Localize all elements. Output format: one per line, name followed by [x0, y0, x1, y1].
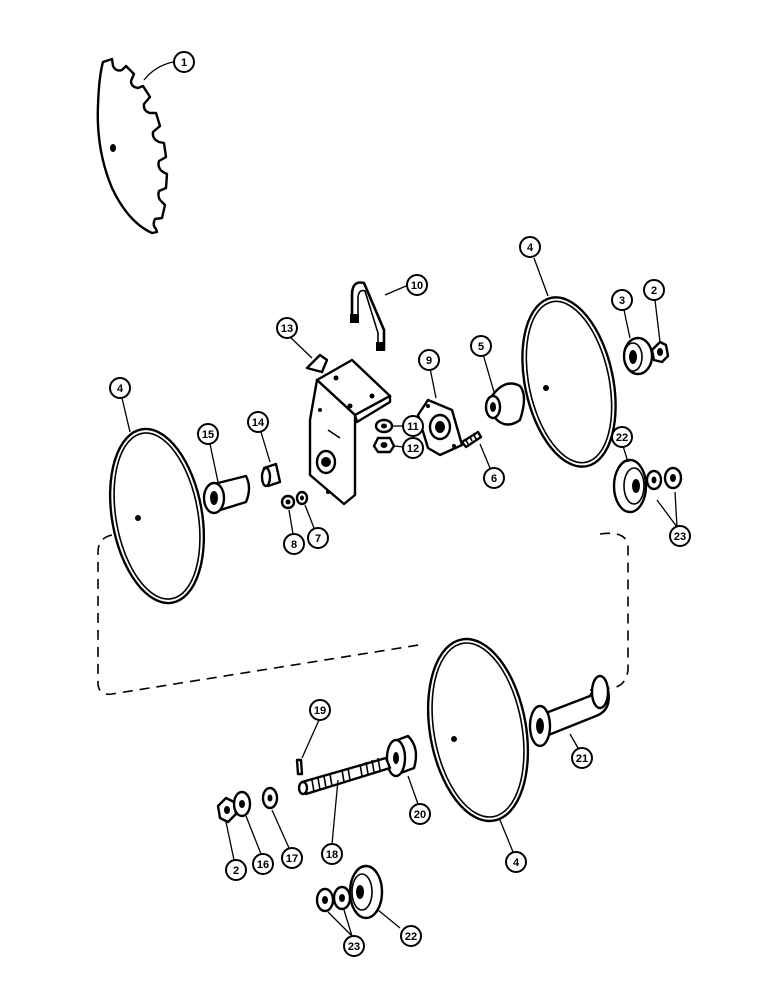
callout-16: 16 — [252, 853, 274, 875]
callout-19: 19 — [309, 699, 331, 721]
svg-text:9: 9 — [426, 355, 432, 367]
callout-8: 8 — [283, 533, 305, 555]
long-spool — [528, 674, 610, 748]
u-bolt — [350, 281, 386, 351]
small-nut-right — [295, 490, 309, 506]
cone-washer-right — [612, 458, 648, 514]
svg-text:15: 15 — [202, 429, 214, 441]
callout-12: 12 — [402, 437, 424, 459]
hex-nut — [372, 436, 396, 454]
svg-text:14: 14 — [252, 417, 265, 429]
callout-11: 11 — [402, 415, 424, 437]
svg-text:18: 18 — [326, 849, 338, 861]
svg-text:2: 2 — [233, 865, 239, 877]
svg-text:22: 22 — [405, 931, 417, 943]
callout-15: 15 — [197, 423, 219, 445]
svg-text:10: 10 — [411, 280, 423, 292]
castle-nut-top — [650, 340, 670, 364]
svg-text:1: 1 — [181, 57, 187, 69]
bushing — [260, 462, 282, 488]
svg-text:2: 2 — [651, 285, 657, 297]
small-nut-left — [280, 494, 296, 510]
washers-right — [645, 466, 683, 491]
bearing-flange — [416, 398, 464, 457]
svg-text:12: 12 — [407, 443, 419, 455]
svg-text:6: 6 — [491, 473, 497, 485]
callout-23: 23 — [669, 525, 691, 547]
callout-18: 18 — [321, 843, 343, 865]
svg-text:23: 23 — [674, 531, 686, 543]
callout-13: 13 — [276, 317, 298, 339]
svg-text:19: 19 — [314, 705, 326, 717]
svg-text:5: 5 — [478, 341, 484, 353]
svg-text:13: 13 — [281, 323, 293, 335]
leader-lines — [121, 61, 678, 937]
callout-4: 4 — [109, 377, 131, 399]
svg-text:23: 23 — [348, 941, 360, 953]
svg-text:20: 20 — [414, 809, 426, 821]
callout-22: 22 — [611, 426, 633, 448]
hub-collar — [385, 734, 418, 778]
svg-text:7: 7 — [315, 533, 321, 545]
cotter-pin — [295, 758, 304, 776]
callout-6: 6 — [483, 467, 505, 489]
callout-4: 4 — [505, 851, 527, 873]
callout-9: 9 — [418, 349, 440, 371]
svg-text:4: 4 — [527, 242, 534, 254]
svg-text:8: 8 — [291, 539, 297, 551]
disc-blade-bottom — [426, 637, 530, 823]
callout-2: 2 — [643, 279, 665, 301]
callout-22: 22 — [400, 925, 422, 947]
callout-20: 20 — [409, 803, 431, 825]
bolt — [460, 430, 483, 449]
svg-text:3: 3 — [619, 295, 625, 307]
washers-bottom — [315, 885, 352, 913]
callout-21: 21 — [571, 747, 593, 769]
callout-3: 3 — [611, 289, 633, 311]
washer-17 — [261, 786, 279, 810]
svg-text:16: 16 — [257, 859, 269, 871]
disc-blade-left — [108, 427, 206, 605]
svg-text:21: 21 — [576, 753, 588, 765]
callout-23: 23 — [343, 935, 365, 957]
disc-blade-right — [521, 296, 617, 468]
spool-hub — [484, 382, 526, 426]
callout-1: 1 — [173, 51, 195, 73]
notched-disc-blade — [96, 57, 169, 235]
svg-text:4: 4 — [117, 383, 124, 395]
callout-10: 10 — [406, 274, 428, 296]
assembly-dashed-line — [97, 532, 629, 696]
callout-17: 17 — [281, 847, 303, 869]
standard-bracket — [305, 353, 392, 506]
callout-14: 14 — [247, 411, 269, 433]
svg-text:4: 4 — [513, 857, 520, 869]
svg-text:17: 17 — [286, 853, 298, 865]
callout-5: 5 — [470, 335, 492, 357]
svg-text:11: 11 — [407, 421, 419, 433]
hub-spacer — [202, 474, 251, 515]
callout-4: 4 — [519, 236, 541, 258]
callout-2: 2 — [225, 859, 247, 881]
washer-16 — [232, 790, 252, 818]
svg-text:22: 22 — [616, 432, 628, 444]
callout-7: 7 — [307, 527, 329, 549]
lock-nut-small — [374, 418, 394, 434]
bearing — [622, 336, 654, 376]
axle-shaft — [297, 756, 392, 796]
cone-washer-bottom — [348, 864, 384, 920]
callouts: 1 10 4 3 2 13 9 5 4 14 15 11 12 6 22 23 … — [109, 51, 691, 957]
